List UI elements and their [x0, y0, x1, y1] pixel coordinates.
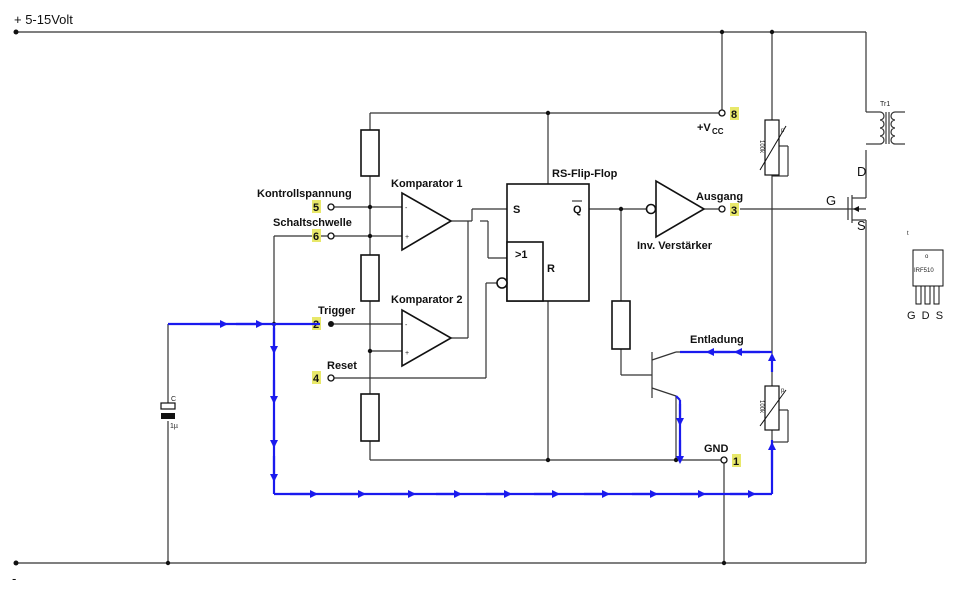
svg-text:100k: 100k — [758, 140, 764, 154]
svg-text:>1: >1 — [515, 249, 528, 261]
svg-text:-: - — [405, 205, 408, 212]
svg-text:C: C — [171, 396, 176, 403]
pin-3-label: Ausgang — [696, 191, 743, 203]
inverting-amplifier: Inv. Verstärker — [637, 179, 713, 252]
flip-flop-label: RS-Flip-Flop — [552, 168, 618, 180]
pin-5-label: Kontrollspannung — [257, 188, 352, 200]
svg-text:Q: Q — [573, 204, 582, 216]
svg-text:+: + — [405, 350, 409, 357]
junction-dots — [165, 29, 775, 566]
divider-resistor-bottom — [360, 393, 380, 442]
comparator-1: - + Komparator 1 — [391, 178, 463, 252]
svg-text:100k: 100k — [758, 400, 764, 414]
svg-text:o: o — [925, 254, 929, 260]
divider-resistor-middle — [360, 254, 380, 302]
svg-text:3: 3 — [731, 205, 737, 217]
pin-8-label: +V — [697, 122, 711, 134]
transformer: Tr1 — [866, 101, 905, 145]
svg-text:5: 5 — [313, 202, 319, 214]
svg-text:4: 4 — [313, 373, 320, 385]
svg-text:p: p — [781, 388, 785, 394]
svg-text:Tr1: Tr1 — [880, 101, 890, 108]
comparator-2: - + Komparator 2 — [391, 294, 463, 368]
supply-plus-label: + 5-15Volt — [14, 12, 73, 27]
svg-text:G: G — [826, 193, 836, 208]
svg-text:p: p — [781, 128, 785, 134]
svg-text:+: + — [405, 234, 409, 241]
svg-text:6: 6 — [313, 231, 319, 243]
svg-text:R: R — [547, 263, 555, 275]
svg-text:8: 8 — [731, 109, 737, 121]
potentiometer-bottom: 100k p — [758, 385, 787, 431]
svg-text:-: - — [405, 322, 408, 329]
potentiometer-top: 100k p — [758, 119, 787, 176]
svg-text:t: t — [907, 231, 909, 237]
base-resistor — [611, 300, 631, 350]
inv-amp-label: Inv. Verstärker — [637, 240, 713, 252]
mosfet: G D S — [826, 164, 867, 233]
svg-text:D: D — [857, 164, 866, 179]
divider-resistor-top — [360, 129, 380, 177]
svg-text:1µ: 1µ — [170, 423, 178, 430]
pin-markers: 5 Kontrollspannung 6 Schaltschwelle 2 Tr… — [257, 107, 744, 468]
svg-text:IRF510: IRF510 — [914, 268, 934, 274]
pin-4-label: Reset — [327, 360, 357, 372]
pin-6-label: Schaltschwelle — [273, 217, 352, 229]
svg-text:1: 1 — [733, 456, 739, 468]
rs-flip-flop: S Q R >1 RS-Flip-Flop — [496, 168, 618, 302]
timing-capacitor: C 1µ — [160, 396, 178, 430]
pin-7-label: Entladung — [690, 334, 744, 346]
pin-1-label: GND — [704, 443, 729, 455]
pin-2-label: Trigger — [318, 305, 356, 317]
irf510-package: t o IRF510 G D S — [907, 231, 944, 322]
svg-text:S: S — [857, 218, 866, 233]
svg-text:G D S: G D S — [907, 310, 943, 322]
svg-text:CC: CC — [712, 127, 724, 136]
svg-text:S: S — [513, 204, 520, 216]
comparator-2-label: Komparator 2 — [391, 294, 463, 306]
comparator-1-label: Komparator 1 — [391, 178, 463, 190]
current-flow-path — [168, 320, 776, 498]
supply-minus-label: - — [12, 571, 16, 586]
